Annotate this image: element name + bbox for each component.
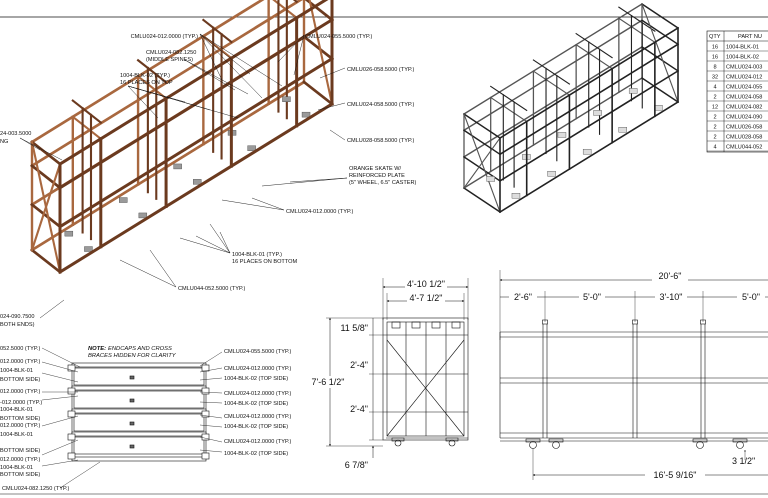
dim-overall-length-text: 20'-6" <box>659 271 682 281</box>
top-view-right-label: CMLU024-012.0000 (TYP.) <box>224 366 292 372</box>
top-view-left-label: 1004-BLK-01 <box>0 432 33 438</box>
top-view-right-label: CMLU024-012.0000 (TYP.) <box>224 391 292 397</box>
callout-cmlu026: CMLU026-058.5000 (TYP.) <box>347 67 415 73</box>
bom-qty: 2 <box>713 115 716 121</box>
bom-qty: 4 <box>713 85 716 91</box>
dim-tier2-text: 2'-4" <box>350 404 368 414</box>
top-view-left-label: CMLU024-082.1250 (TYP.) <box>2 486 70 492</box>
callout-cmlu028: CMLU028-058.5000 (TYP.) <box>347 138 415 144</box>
bom-qty: 32 <box>712 75 718 81</box>
callout-blk01-note: 16 PLACES ON BOTTOM <box>232 259 298 265</box>
bom-qty: 12 <box>712 105 718 111</box>
bom-part: 1004-BLK-02 <box>726 55 759 61</box>
callout-blk02-note: 16 PLACES ON TOP <box>120 80 173 86</box>
bom-header-part: PART NU <box>738 34 762 40</box>
bom-qty: 4 <box>713 145 716 151</box>
bom-qty: 2 <box>713 125 716 131</box>
bom-part: CMLU024-003 <box>726 65 762 71</box>
top-view-left-label: BOTTOM SIDE) <box>0 472 40 478</box>
dim-seg1-text: 2'-6" <box>514 292 532 302</box>
bom-qty: 8 <box>713 65 716 71</box>
top-view-right-label: 1004-BLK-02 (TOP SIDE) <box>224 424 288 430</box>
side-view: 20'-6" 2'-6" 5'-0" 3'-10" 5'-0" 16'-5 9/… <box>499 270 768 481</box>
bom-part: CMLU024-082 <box>726 105 762 111</box>
bom-qty: 2 <box>713 95 716 101</box>
note-label: NOTE: <box>88 346 106 352</box>
dim-seg3-text: 3'-10" <box>660 292 683 302</box>
dim-height-text: 7'-6 1/2" <box>312 377 345 387</box>
dim-tier1-text: 2'-4" <box>350 360 368 370</box>
top-view-left-label: 012.0000 (TYP.) <box>0 359 40 365</box>
isometric-frame-view <box>30 0 335 275</box>
callout-cmlu024-090-note: BOTH ENDS) <box>0 322 35 328</box>
top-view-left-label: -012.0000 (TYP.) <box>0 400 42 406</box>
bom-part: CMLU044-052 <box>726 145 762 151</box>
callout-middle-spines: CMLU024-082.1250 <box>146 50 196 56</box>
callout-cmlu024-090: 024-090.7500 <box>0 314 35 320</box>
dim-skate-offset-text: 3 1/2" <box>732 456 755 466</box>
callout-top-rail: CMLU024-055.5000 (TYP.) <box>305 34 373 40</box>
top-view-right-label: CMLU024-012.0000 (TYP.) <box>224 439 292 445</box>
bom-qty: 2 <box>713 135 716 141</box>
top-view-left-label: 012.0000 (TYP.) <box>0 389 40 395</box>
bom-part: CMLU024-090 <box>726 115 762 121</box>
bom-part: 1004-BLK-01 <box>726 45 759 51</box>
top-view-right-label: 1004-BLK-02 (TOP SIDE) <box>224 451 288 457</box>
dim-width-outer-text: 4'-10 1/2" <box>407 279 445 289</box>
end-view: 4'-10 1/2" 4'-7 1/2" 7'-6 1/2" 11 5/8" 2… <box>308 278 469 470</box>
bom-part: CMLU026-058 <box>726 125 762 131</box>
bom-part: CMLU024-012 <box>726 75 762 81</box>
callout-cmlu024-058: CMLU024-058.5000 (TYP.) <box>347 102 415 108</box>
dim-seg4-text: 5'-0" <box>742 292 760 302</box>
dim-top-gap-text: 11 5/8" <box>340 323 368 333</box>
top-view-left-label: 1004-BLK-01 <box>0 368 33 374</box>
top-view-left-label: BOTTOM SIDE) <box>0 448 40 454</box>
dim-skate-span-text: 16'-5 9/16" <box>654 470 697 480</box>
top-view: NOTE: ENDCAPS AND CROSS BRACES HIDDEN FO… <box>0 346 292 492</box>
top-view-left-label: 1004-BLK-01 <box>0 465 33 471</box>
callout-middle-spines-note: (MIDDLE SPINES) <box>146 57 193 63</box>
top-view-left-label: 1004-BLK-01 <box>0 407 33 413</box>
callout-spacer-bottom: CMLU024-012.0000 (TYP.) <box>286 209 354 215</box>
callout-skate: ORANGE SKATE W/ <box>349 166 402 172</box>
top-view-left-label: 052.5000 (TYP.) <box>0 346 40 352</box>
note-line2: BRACES HIDDEN FOR CLARITY <box>88 353 177 359</box>
note-line1: ENDCAPS AND CROSS <box>108 346 172 352</box>
callout-cmlu044: CMLU044-052.5000 (TYP.) <box>178 286 246 292</box>
bom-qty: 16 <box>712 45 718 51</box>
iso-callout-leaders <box>19 33 348 319</box>
dim-width-inner-text: 4'-7 1/2" <box>410 293 443 303</box>
dim-bottom-gap-text: 6 7/8" <box>345 460 368 470</box>
top-view-left-label: BOTTOM SIDE) <box>0 377 40 383</box>
callout-skate-wheel: (5" WHEEL, 6.5" CASTER) <box>349 180 417 186</box>
callout-blk02: 1004-BLK-02 (TYP.) <box>120 73 170 79</box>
callout-spacer-top: CMLU024-012.0000 (TYP.) <box>131 34 199 40</box>
bom-part: CMLU024-058 <box>726 95 762 101</box>
top-view-right-label: 1004-BLK-02 (TOP SIDE) <box>224 376 288 382</box>
callout-cmlu024-003-note: NG <box>0 139 8 145</box>
bom-qty: 16 <box>712 55 718 61</box>
top-view-left-label: BOTTOM SIDE) <box>0 416 40 422</box>
callout-blk01: 1004-BLK-01 (TYP.) <box>232 252 282 258</box>
top-view-left-label: 012.0000 (TYP.) <box>0 423 40 429</box>
bom-part: CMLU024-055 <box>726 85 762 91</box>
callout-cmlu024-003: 24-003.5000 <box>0 131 31 137</box>
top-view-right-label: 1004-BLK-02 (TOP SIDE) <box>224 401 288 407</box>
bom-header-qty: QTY <box>709 34 721 40</box>
isometric-line-view <box>463 3 680 214</box>
top-view-right-label: CMLU024-055.5000 (TYP.) <box>224 349 292 355</box>
top-view-right-label: CMLU024-012.0000 (TYP.) <box>224 414 292 420</box>
top-view-left-label: 012.0000 (TYP.) <box>0 457 40 463</box>
bom-part: CMLU028-058 <box>726 135 762 141</box>
dim-seg2-text: 5'-0" <box>583 292 601 302</box>
callout-skate-plate: REINFORCED PLATE <box>349 173 405 179</box>
